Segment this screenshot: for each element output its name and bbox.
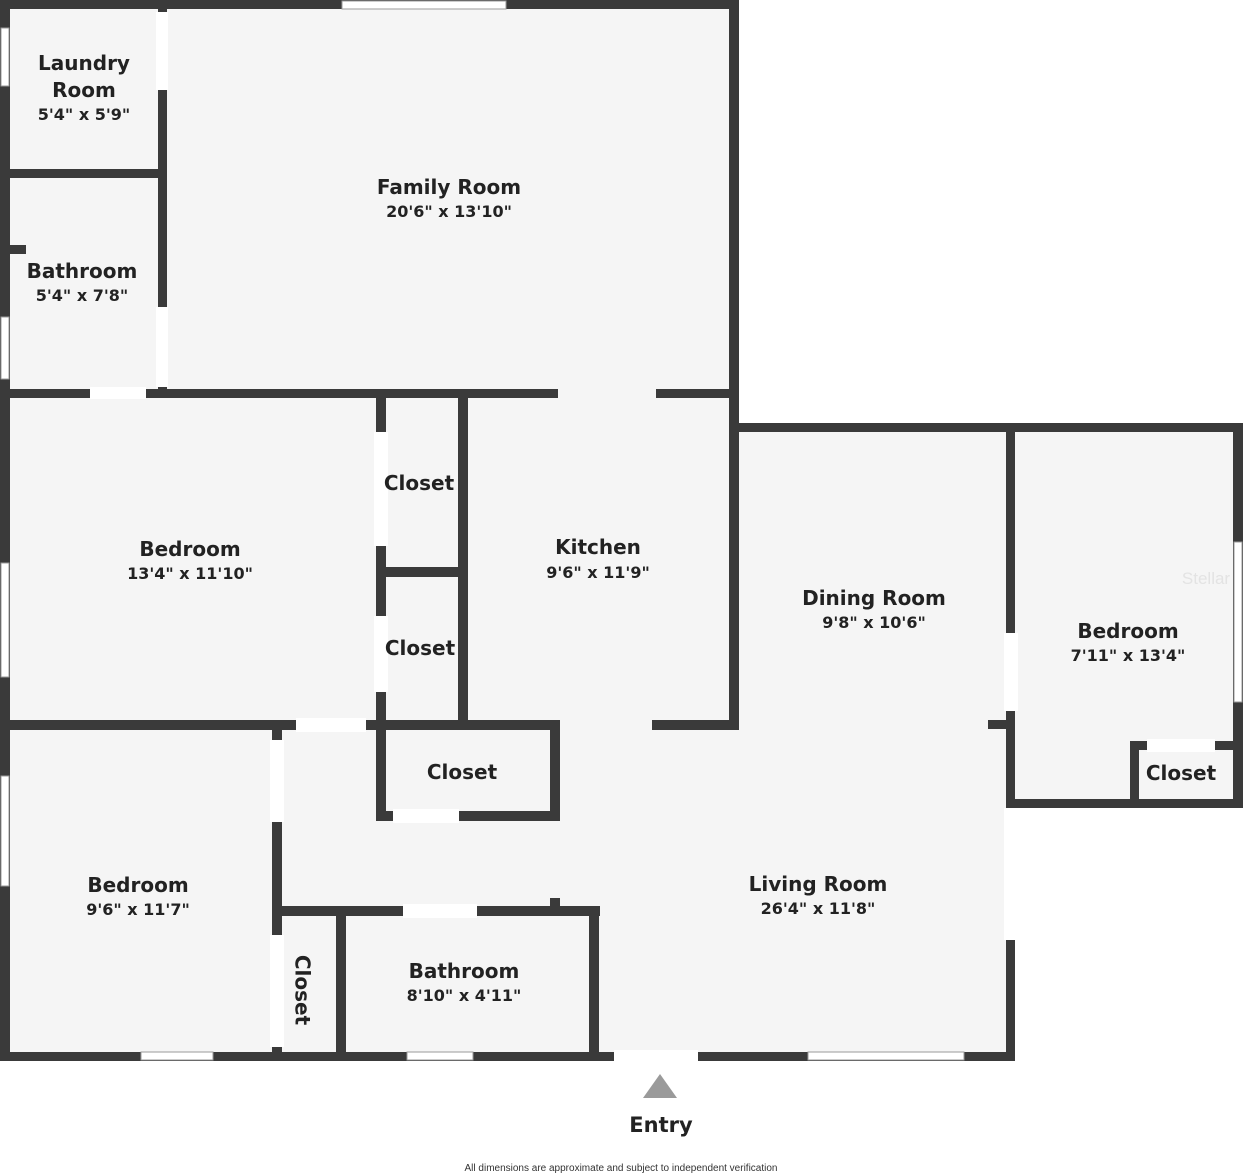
room-name: Bathroom bbox=[409, 959, 520, 983]
room-dimensions: 26'4" x 11'8" bbox=[761, 899, 876, 918]
room-dimensions: 7'11" x 13'4" bbox=[1071, 646, 1186, 665]
room-closet-hall: Closet bbox=[427, 760, 498, 784]
disclaimer-text: All dimensions are approximate and subje… bbox=[465, 1163, 778, 1174]
room-bathroom-top: Bathroom 5'4" x 7'8" bbox=[27, 259, 138, 305]
room-dimensions: 8'10" x 4'11" bbox=[407, 986, 522, 1005]
room-bathroom-bottom: Bathroom 8'10" x 4'11" bbox=[407, 959, 522, 1005]
room-laundry: Laundry Room 5'4" x 5'9" bbox=[38, 51, 130, 124]
room-living: Living Room 26'4" x 11'8" bbox=[749, 872, 888, 918]
room-name: Closet bbox=[384, 471, 455, 495]
room-closet-right: Closet bbox=[1146, 761, 1217, 785]
room-name: Laundry bbox=[38, 51, 130, 75]
floor-area bbox=[0, 0, 1243, 1060]
room-name: Family Room bbox=[377, 175, 521, 199]
room-name: Bathroom bbox=[27, 259, 138, 283]
room-name: Bedroom bbox=[1077, 619, 1178, 643]
room-name: Closet bbox=[1146, 761, 1217, 785]
room-name: Bedroom bbox=[139, 537, 240, 561]
room-name: Closet bbox=[427, 760, 498, 784]
room-bedroom-bottom: Bedroom 9'6" x 11'7" bbox=[86, 873, 190, 919]
room-dimensions: 20'6" x 13'10" bbox=[386, 202, 512, 221]
room-name: Bedroom bbox=[87, 873, 188, 897]
room-dimensions: 9'8" x 10'6" bbox=[822, 613, 926, 632]
windows bbox=[0, 0, 1243, 1061]
door-openings bbox=[90, 12, 1215, 1064]
entry-arrow-icon bbox=[643, 1074, 677, 1098]
room-name: Room bbox=[52, 78, 116, 102]
entry-label: Entry bbox=[629, 1113, 693, 1137]
room-name: Closet bbox=[291, 955, 315, 1026]
room-dimensions: 9'6" x 11'9" bbox=[546, 563, 650, 582]
room-dimensions: 9'6" x 11'7" bbox=[86, 900, 190, 919]
watermark-logo: Stellar bbox=[1182, 569, 1231, 588]
walls bbox=[0, 0, 1243, 1061]
room-dining: Dining Room 9'8" x 10'6" bbox=[802, 586, 946, 632]
room-closet-upper: Closet bbox=[384, 471, 455, 495]
room-name: Closet bbox=[385, 636, 456, 660]
room-kitchen: Kitchen 9'6" x 11'9" bbox=[546, 535, 650, 582]
room-dimensions: 13'4" x 11'10" bbox=[127, 564, 253, 583]
room-dimensions: 5'4" x 5'9" bbox=[38, 105, 130, 124]
room-bedroom-right: Bedroom 7'11" x 13'4" bbox=[1071, 619, 1186, 665]
room-bedroom-left: Bedroom 13'4" x 11'10" bbox=[127, 537, 253, 583]
room-name: Kitchen bbox=[555, 535, 641, 559]
room-name: Dining Room bbox=[802, 586, 946, 610]
room-family: Family Room 20'6" x 13'10" bbox=[377, 175, 521, 221]
room-name: Living Room bbox=[749, 872, 888, 896]
room-closet-vertical: Closet bbox=[291, 955, 315, 1026]
room-closet-middle: Closet bbox=[385, 636, 456, 660]
room-dimensions: 5'4" x 7'8" bbox=[36, 286, 128, 305]
